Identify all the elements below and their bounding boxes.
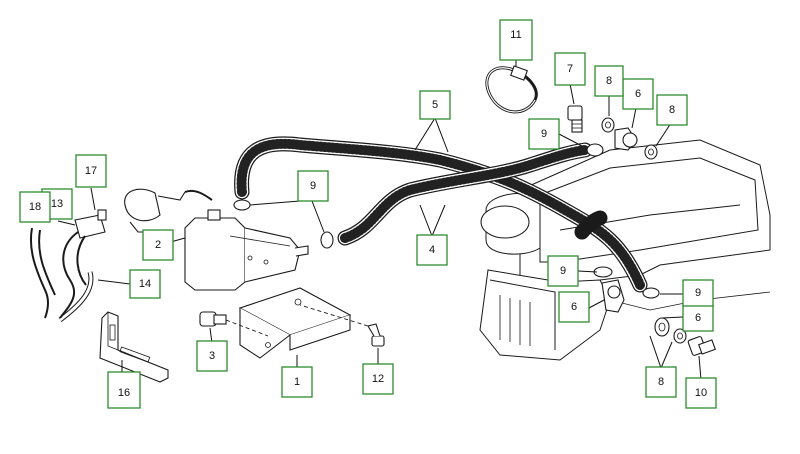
bolt-3 — [199, 311, 269, 337]
banjo-bolt-10 — [687, 336, 716, 356]
callout-8b: 8 — [656, 94, 688, 126]
callout-12: 12 — [362, 363, 394, 395]
callout-6c: 6 — [682, 304, 714, 332]
callout-label: 9 — [541, 128, 547, 140]
callout-9b: 9 — [297, 170, 329, 202]
callout-label: 4 — [429, 244, 435, 256]
fitting-6-top — [614, 127, 638, 151]
callout-8a: 8 — [594, 65, 624, 97]
callout-label: 12 — [372, 373, 384, 385]
callout-label: 8 — [658, 376, 664, 388]
callout-label: 8 — [606, 75, 612, 87]
coolant-tank-2 — [184, 209, 309, 291]
callout-7: 7 — [554, 52, 586, 86]
callout-8c: 8 — [645, 366, 677, 398]
callout-label: 14 — [139, 278, 151, 290]
banjo-bolt-7 — [567, 105, 583, 133]
callout-label: 9 — [560, 265, 566, 277]
callout-label: 7 — [567, 63, 573, 75]
hose-14 — [58, 271, 94, 322]
callout-label: 10 — [695, 387, 707, 399]
callout-4: 4 — [416, 234, 448, 266]
callout-18: 18 — [19, 191, 51, 223]
callout-label: 6 — [695, 312, 701, 324]
callout-16: 16 — [107, 371, 141, 409]
heater-element-13 — [59, 209, 107, 319]
callout-label: 3 — [209, 350, 215, 362]
callout-label: 11 — [510, 29, 521, 41]
clamp-parts — [233, 117, 687, 344]
wires-18 — [29, 227, 56, 319]
callout-6a: 6 — [622, 78, 654, 110]
callout-5: 5 — [419, 90, 451, 120]
callout-9c: 9 — [547, 255, 579, 287]
callout-9a: 9 — [528, 118, 560, 150]
callout-label: 1 — [294, 376, 300, 388]
callout-17: 17 — [75, 154, 107, 188]
callout-14: 14 — [129, 269, 161, 299]
callout-6b: 6 — [558, 291, 590, 323]
callout-label: 17 — [85, 165, 97, 177]
bolt-12 — [299, 304, 385, 347]
callout-3: 3 — [196, 340, 228, 372]
bracket-16 — [99, 311, 169, 383]
hose-4 — [337, 142, 608, 246]
band-clamp-11 — [485, 65, 538, 114]
callout-label: 18 — [29, 201, 41, 213]
callout-label: 8 — [669, 104, 675, 116]
bracket-1 — [238, 287, 352, 359]
callout-label: 9 — [310, 180, 316, 192]
callout-label: 16 — [118, 387, 130, 399]
callout-label: 2 — [155, 239, 161, 251]
callout-label: 6 — [571, 301, 577, 313]
callout-11: 11 — [499, 19, 533, 61]
callout-label: 6 — [635, 88, 641, 100]
callout-label: 13 — [51, 198, 63, 210]
leader-lines — [57, 60, 702, 381]
callout-2: 2 — [142, 229, 174, 261]
fitting-6-mid — [601, 279, 625, 313]
callout-10: 10 — [685, 377, 717, 409]
callout-label: 5 — [432, 99, 438, 111]
callout-9d: 9 — [682, 279, 714, 307]
callout-label: 9 — [695, 287, 701, 299]
callout-1: 1 — [281, 366, 313, 398]
